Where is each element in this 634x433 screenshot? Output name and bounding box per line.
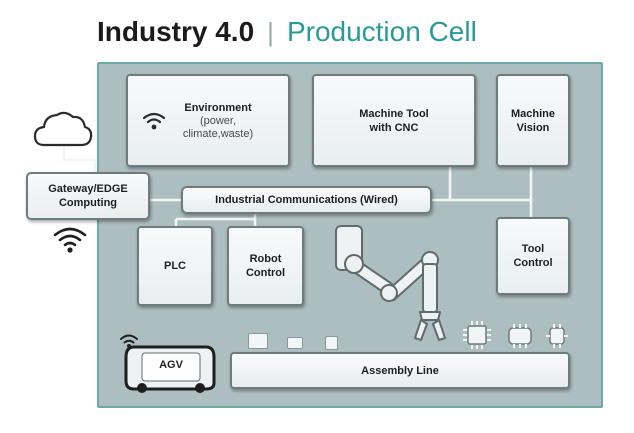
part-item <box>248 333 268 349</box>
title-main: Industry 4.0 <box>97 16 255 47</box>
cloud-icon <box>33 111 93 147</box>
wifi-icon <box>120 334 138 348</box>
gateway-label-1: Gateway/EDGE <box>48 183 128 195</box>
page-title: Industry 4.0 | Production Cell <box>97 12 477 52</box>
machine-tool-sublabel: with CNC <box>369 121 419 134</box>
robot-arm-icon <box>335 225 446 341</box>
machine-vision-label-1: Machine <box>510 107 555 120</box>
environment-label: Environment <box>184 101 252 114</box>
wifi-icon <box>142 112 166 130</box>
wireless-signal-icon <box>53 227 87 253</box>
tool-control-label-2: Control <box>513 257 553 269</box>
plc-label: PLC <box>164 260 186 272</box>
tool-control-label-1: Tool <box>521 243 545 255</box>
gateway-edge-node: Gateway/EDGE Computing <box>26 172 150 220</box>
machine-vision-node: Machine Vision <box>496 74 570 167</box>
robot-control-node: Robot Control <box>227 226 304 306</box>
title-separator: | <box>267 16 274 47</box>
robot-control-label-1: Robot <box>249 253 282 265</box>
title-subtitle: Production Cell <box>286 16 477 47</box>
environment-node: Environment (power, climate,waste) <box>126 74 290 167</box>
assembly-line: Assembly Line <box>230 352 570 389</box>
chip-icon <box>546 324 568 348</box>
environment-detail-2: climate,waste) <box>182 127 254 140</box>
chip-icon <box>508 324 532 348</box>
industrial-communications-bus: Industrial Communications (Wired) <box>181 186 432 214</box>
part-item <box>287 337 303 349</box>
plc-node: PLC <box>137 226 213 306</box>
agv-label: AGV <box>159 359 183 371</box>
machine-vision-label-2: Vision <box>516 121 550 134</box>
environment-detail-1: (power, <box>199 114 237 127</box>
part-item <box>325 336 338 350</box>
tool-control-node: Tool Control <box>496 217 570 295</box>
chip-icon <box>463 321 491 349</box>
assembly-line-label: Assembly Line <box>361 364 439 377</box>
comms-bus-label: Industrial Communications (Wired) <box>215 194 398 206</box>
gateway-label-2: Computing <box>58 197 118 209</box>
machine-tool-label: Machine Tool <box>359 107 429 120</box>
agv-vehicle-icon <box>124 345 216 393</box>
robot-control-label-2: Control <box>245 267 286 279</box>
machine-tool-cnc-node: Machine Tool with CNC <box>312 74 476 167</box>
